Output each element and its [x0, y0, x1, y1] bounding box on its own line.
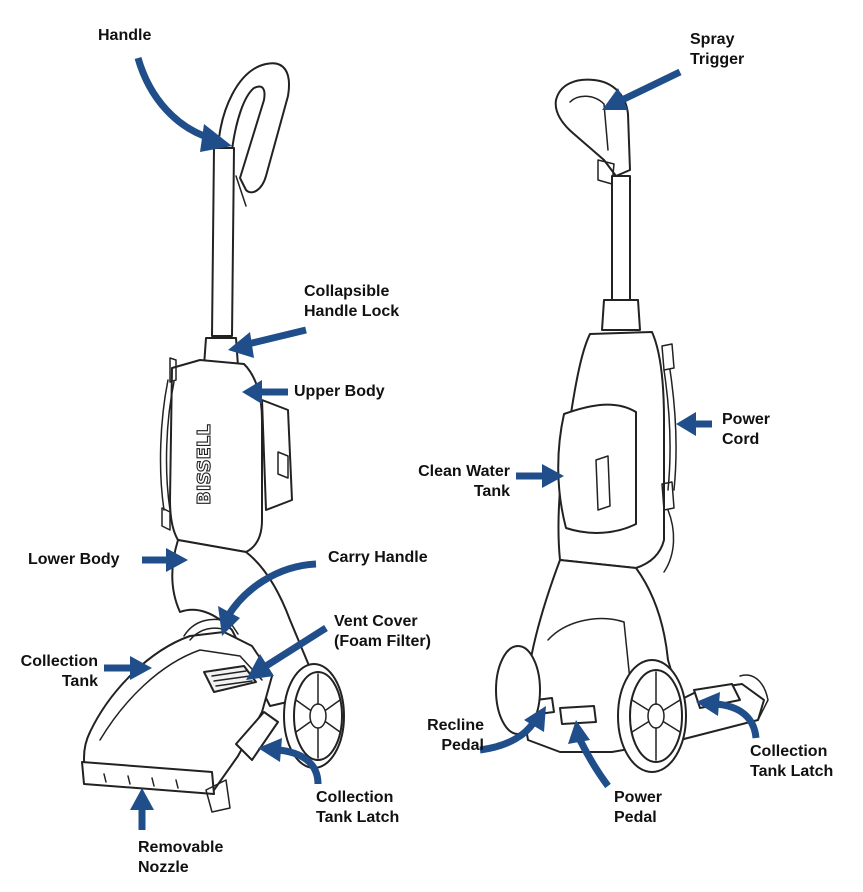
- front-handle-pole: [211, 147, 235, 337]
- front-removable-nozzle: [81, 761, 215, 795]
- label-lower-body: Lower Body: [28, 551, 120, 568]
- front-upper-body: [169, 359, 263, 553]
- arrow-front-latch: [277, 746, 322, 785]
- label-spray-trigger: Spray Trigger: [690, 31, 745, 68]
- front-clean-water-tank: [261, 399, 293, 511]
- front-collection-tank-latch: [235, 711, 279, 761]
- label-clean-water-tank: Clean Water Tank: [418, 463, 510, 500]
- label-collection-tank-latch-back: Collection Tank Latch: [750, 743, 834, 780]
- brand-logo: BISSELL: [194, 424, 215, 505]
- back-right-wheel: [617, 659, 687, 773]
- back-handle-collar: [601, 299, 641, 331]
- label-power-pedal: Power Pedal: [614, 789, 663, 826]
- label-collection-tank-latch-front: Collection Tank Latch: [316, 789, 400, 826]
- front-wheel: [283, 663, 345, 769]
- label-removable-nozzle: Removable Nozzle: [138, 839, 224, 876]
- label-upper-body: Upper Body: [294, 383, 385, 400]
- label-vent-cover: Vent Cover (Foam Filter): [334, 613, 431, 650]
- arrow-vent-cover: [264, 625, 328, 669]
- back-clean-water-tank: [557, 403, 637, 534]
- front-view-cleaner: BISSELL: [81, 62, 345, 813]
- arrow-handle-lock: [247, 326, 307, 348]
- front-handle-grip: [217, 62, 290, 194]
- arrow-carry-handle: [225, 560, 317, 618]
- back-handle-pole: [611, 175, 631, 301]
- label-power-cord: Power Cord: [722, 411, 771, 448]
- arrow-spray-trigger: [620, 68, 682, 104]
- label-collapsible-handle-lock: Collapsible Handle Lock: [304, 283, 400, 320]
- back-power-pedal: [559, 705, 597, 725]
- callout-arrows: [104, 57, 760, 830]
- label-handle: Handle: [98, 27, 152, 44]
- label-carry-handle: Carry Handle: [328, 549, 428, 566]
- label-collection-tank: Collection Tank: [20, 653, 98, 690]
- arrow-power-pedal: [576, 738, 611, 789]
- back-power-cord: [661, 343, 677, 573]
- arrow-handle: [134, 57, 212, 142]
- arrow-recline-pedal: [479, 719, 537, 754]
- label-recline-pedal: Recline Pedal: [427, 717, 484, 754]
- arrow-back-latch: [715, 700, 760, 739]
